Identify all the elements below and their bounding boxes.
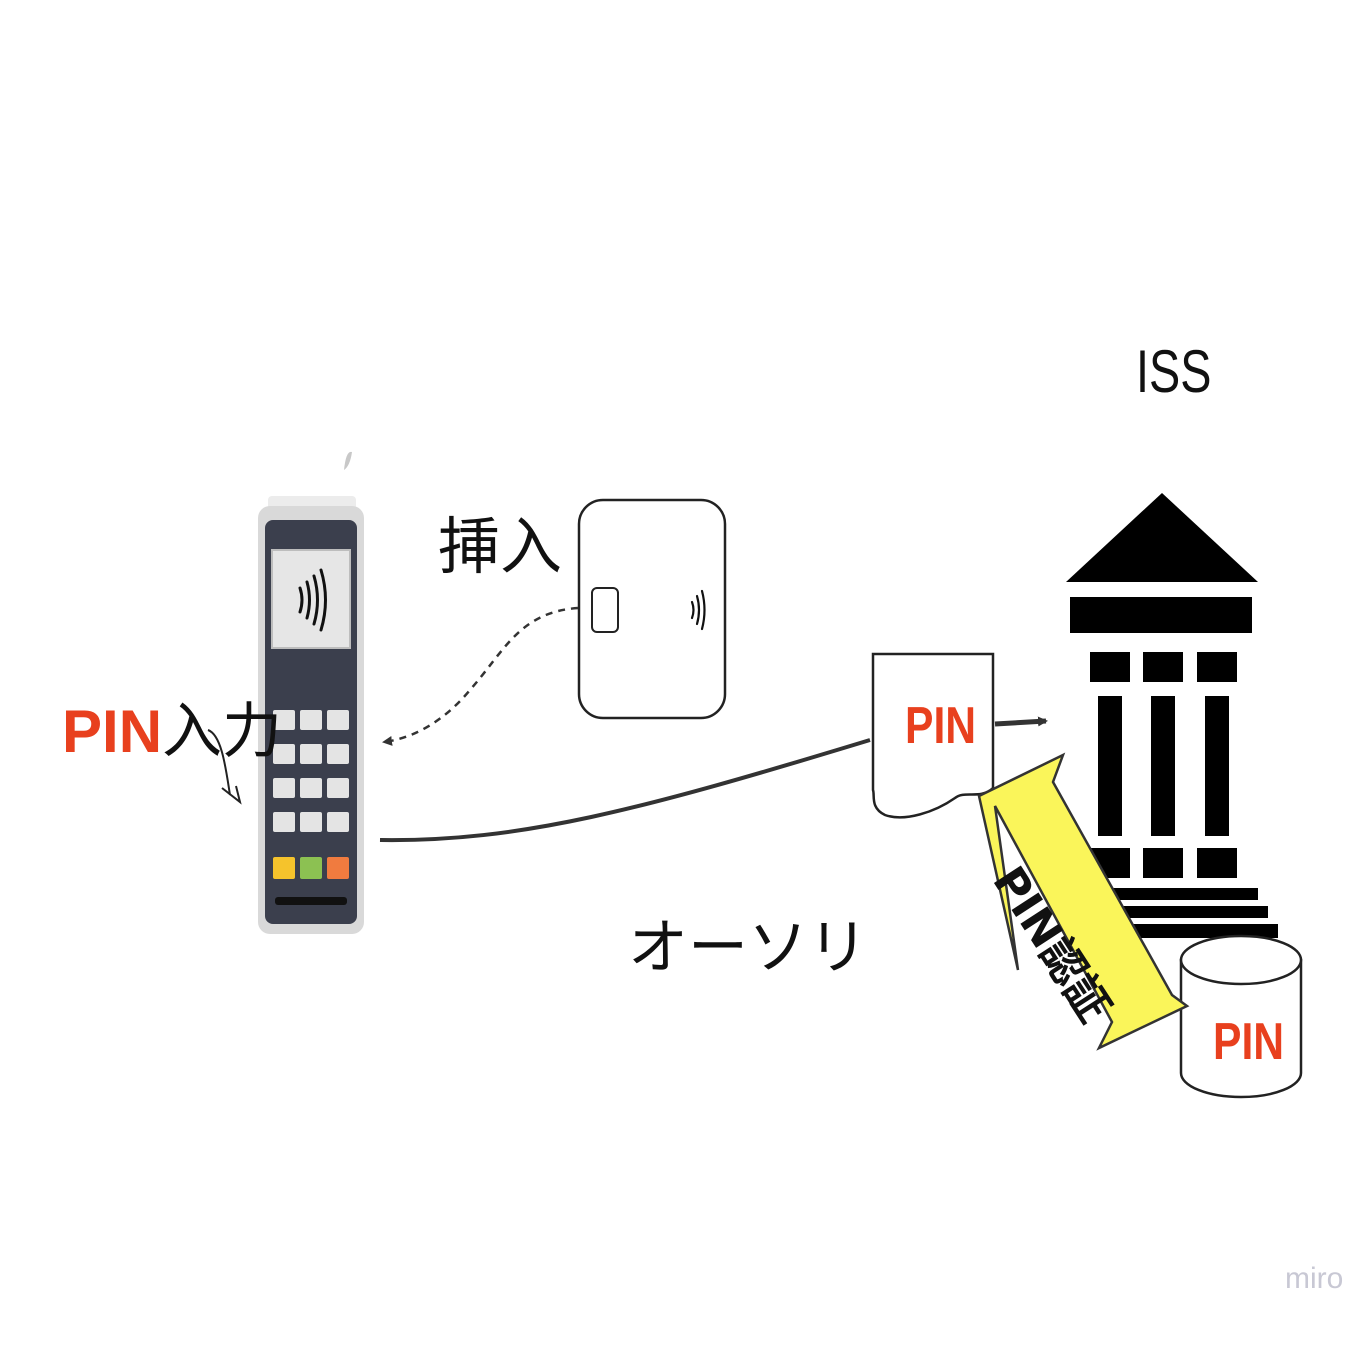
issuer-label: ISS — [1136, 338, 1212, 405]
pin-entry-label-rest: 入力 — [162, 697, 283, 767]
pin-entry-label: PIN入力 — [62, 702, 282, 763]
message-pin-label: PIN — [905, 697, 977, 755]
pin-entry-label-pin: PIN — [62, 698, 163, 765]
database-cylinder-icon — [1179, 934, 1303, 1099]
payment-terminal-icon — [258, 451, 364, 934]
document-icon — [871, 652, 995, 819]
insert-label: 挿入 — [438, 510, 563, 583]
contactless-icon — [298, 568, 327, 632]
authorization-line — [379, 738, 871, 843]
insert-arrow — [382, 606, 579, 746]
ic-card-icon — [577, 498, 727, 720]
miro-watermark: miro — [1285, 1262, 1344, 1295]
terminal-keypad — [273, 710, 349, 832]
database-pin-label: PIN — [1213, 1013, 1285, 1071]
pin-verification-arrow — [977, 752, 1190, 1051]
document-to-bank-arrow — [994, 716, 1048, 727]
authorization-label: オーソリ — [628, 913, 868, 983]
pin-entry-pointer — [207, 729, 231, 796]
